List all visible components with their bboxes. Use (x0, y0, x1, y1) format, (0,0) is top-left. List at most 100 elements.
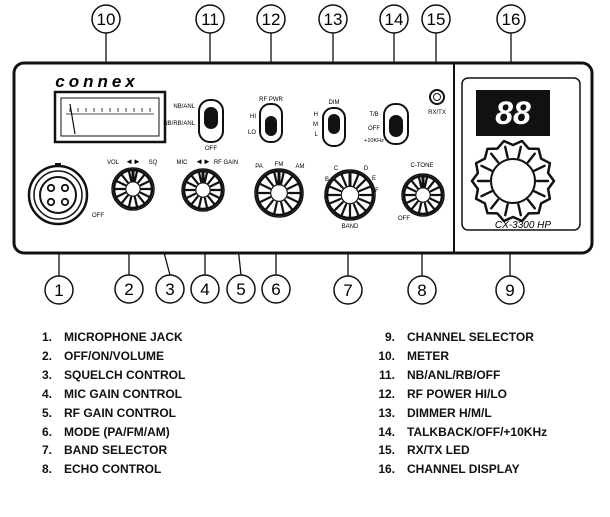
label-band-a: A (324, 194, 328, 200)
callout-number: 9 (505, 281, 514, 300)
callout-number: 7 (343, 281, 352, 300)
callout-5: 5 (226, 274, 256, 304)
legend-item: 9.CHANNEL SELECTOR (384, 330, 534, 344)
brand-logo: connex (55, 72, 139, 91)
callout-7: 7 (333, 275, 363, 305)
callout-14: 14 (379, 4, 409, 34)
label-nb-off: OFF (205, 146, 217, 152)
label-nb-anl: NB/ANL (173, 104, 195, 110)
label-rf-pwr: RF PWR (259, 97, 283, 103)
legend-item: 4.MIC GAIN CONTROL (41, 386, 182, 401)
label-band-f: F (375, 188, 379, 194)
callout-4: 4 (190, 274, 220, 304)
label-h: H (314, 112, 318, 118)
legend-item: 10.METER (378, 348, 449, 363)
right-section-frame (461, 77, 581, 231)
callout-8: 8 (407, 275, 437, 305)
label-rf-gain: RF GAIN (214, 160, 238, 166)
label-band: BAND (342, 224, 359, 230)
label-mic: MIC (177, 160, 189, 166)
label-dim: DIM (329, 100, 340, 106)
callout-number: 8 (417, 281, 426, 300)
callout-10: 10 (91, 4, 121, 34)
legend-item: 1.MICROPHONE JACK (41, 330, 183, 344)
label-tb-off: OFF (368, 126, 380, 132)
label-sq: SQ (149, 160, 158, 166)
label-nb-rb-anl: NB/RB/ANL (163, 121, 195, 127)
meter (53, 90, 167, 144)
callout-number: 13 (324, 10, 343, 29)
label-m: M (313, 122, 318, 128)
legend-item: 16.CHANNEL DISPLAY (378, 462, 520, 477)
callout-number: 6 (271, 280, 280, 299)
callout-16: 16 (496, 4, 526, 34)
callout-number: 16 (502, 10, 521, 29)
label-fm: FM (275, 162, 284, 168)
callout-6: 6 (261, 274, 291, 304)
label-off-vol: OFF (92, 213, 104, 219)
callout-15: 15 (421, 4, 451, 34)
legend-item: 5.RF GAIN CONTROL (41, 405, 176, 420)
microphone-jack[interactable] (27, 163, 89, 226)
legend-item: 3.SQUELCH CONTROL (41, 367, 186, 382)
label-am: AM (296, 164, 305, 170)
callout-number: 15 (427, 10, 446, 29)
legend-item: 11.NB/ANL/RB/OFF (378, 367, 501, 382)
model-name: CX-3300 HP (495, 220, 551, 231)
label-pa: PA (255, 164, 263, 170)
callout-11: 11 (195, 4, 225, 34)
legend-item: 12.RF POWER HI/LO (378, 386, 507, 401)
callout-number: 11 (201, 10, 219, 29)
legend-item: 14.TALKBACK/OFF/+10KHz (378, 424, 548, 439)
label-l: L (315, 132, 319, 138)
volume-squelch-knob[interactable] (111, 167, 155, 211)
label-lo: LO (248, 130, 256, 136)
legend-item: 15.RX/TX LED (378, 443, 470, 458)
channel-selector-knob[interactable] (470, 139, 556, 223)
arrow-mic-rf: ◄► (195, 157, 211, 166)
callout-number: 10 (97, 10, 116, 29)
callout-number: 12 (262, 10, 281, 29)
label-ctone: C-TONE (411, 163, 434, 169)
talkback-switch[interactable] (383, 103, 409, 145)
callout-13: 13 (318, 4, 348, 34)
label-vol: VOL (107, 160, 120, 166)
nb-anl-switch[interactable] (198, 99, 224, 143)
label-band-d: D (364, 166, 369, 172)
mic-rf-gain-knob[interactable] (181, 168, 225, 212)
legend-item: 2.OFF/ON/VOLUME (41, 348, 164, 363)
legend-right: 9.CHANNEL SELECTOR 10.METER 11.NB/ANL/RB… (363, 328, 547, 479)
callout-1: 1 (44, 275, 74, 305)
callout-number: 1 (54, 281, 63, 300)
label-band-b: B (325, 177, 329, 183)
label-tb: T/B (369, 112, 378, 118)
callout-number: 5 (236, 280, 245, 299)
callout-9: 9 (495, 275, 525, 305)
callout-12: 12 (256, 4, 286, 34)
callout-3: 3 (155, 274, 185, 304)
arrow-vol-sq: ◄► (125, 157, 141, 166)
legend-item: 6.MODE (PA/FM/AM) (41, 424, 170, 439)
mode-knob[interactable] (254, 168, 304, 218)
callout-number: 3 (165, 280, 174, 299)
channel-display: 88 (476, 90, 550, 136)
callout-number: 2 (124, 280, 133, 299)
rf-power-switch[interactable] (259, 103, 283, 143)
callout-number: 4 (200, 280, 209, 299)
display-digits: 88 (495, 95, 531, 131)
echo-knob[interactable] (401, 173, 445, 217)
label-tb-10khz: +10KHz (364, 138, 384, 144)
callout-number: 14 (385, 10, 404, 29)
dimmer-switch[interactable] (322, 107, 346, 147)
legend-left: 1.MICROPHONE JACK 2.OFF/ON/VOLUME 3.SQUE… (30, 328, 185, 479)
legend-item: 7.BAND SELECTOR (41, 443, 168, 458)
label-band-c: C (334, 166, 339, 172)
label-off-echo: OFF (398, 216, 410, 222)
callout-2: 2 (114, 274, 144, 304)
label-hi: HI (250, 114, 256, 120)
label-band-e: E (372, 176, 376, 182)
band-selector-knob[interactable] (324, 169, 376, 221)
legend-item: 13.DIMMER H/M/L (378, 405, 492, 420)
